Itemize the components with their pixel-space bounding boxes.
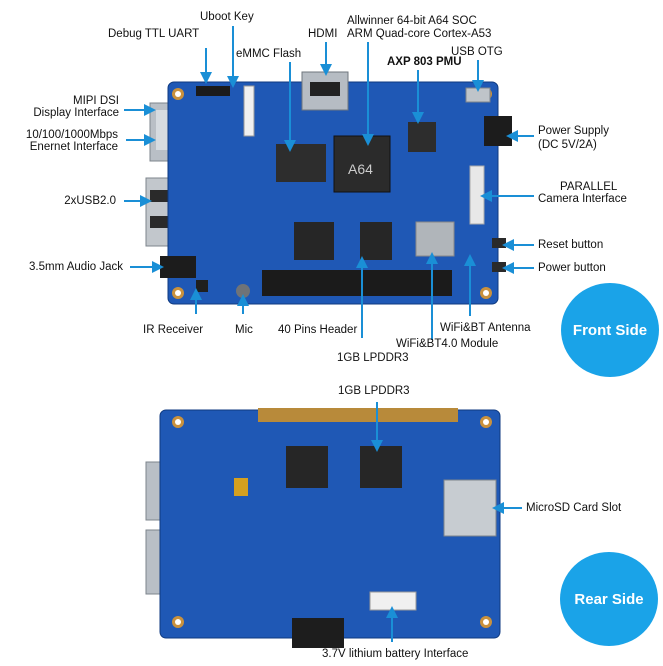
label-power-supply-1: Power Supply <box>538 125 609 137</box>
ethernet-port <box>149 102 209 162</box>
label-ir: IR Receiver <box>143 324 204 336</box>
label-power-button: Power button <box>538 262 606 274</box>
battery-connector <box>369 591 417 611</box>
ram-chip <box>294 222 334 260</box>
rear-pcb <box>159 409 501 639</box>
label-usb-otg: USB OTG <box>451 46 503 58</box>
label-rear-lpddr3: 1GB LPDDR3 <box>338 385 410 397</box>
hdmi-port <box>301 71 349 111</box>
emmc-chip <box>276 144 326 182</box>
usb-otg-port <box>465 87 491 103</box>
label-battery: 3.7V lithium battery Interface <box>322 648 469 660</box>
label-emmc: eMMC Flash <box>236 48 302 60</box>
label-hdmi: HDMI <box>308 28 338 40</box>
label-soc-2: ARM Quad-core Cortex-A53 <box>347 28 492 40</box>
label-mic: Mic <box>235 324 253 336</box>
camera-connector <box>469 165 485 225</box>
usb-ports <box>145 177 207 247</box>
ir-part <box>196 280 208 292</box>
label-mipi-2: Display Interface <box>33 107 119 119</box>
gpio-header <box>262 270 452 296</box>
label-microsd: MicroSD Card Slot <box>526 502 622 514</box>
front-side-badge: Front Side <box>561 283 659 377</box>
label-pmu: AXP 803 PMU <box>387 56 462 68</box>
wifi-module <box>415 221 455 257</box>
label-power-supply-2: (DC 5V/2A) <box>538 139 597 151</box>
soc-chip <box>333 135 391 193</box>
mic-part <box>236 284 250 298</box>
rear-ram-chip-2 <box>360 446 402 488</box>
label-mipi-1: MIPI DSI <box>72 95 119 107</box>
ram-chip-2 <box>360 222 392 260</box>
mipi-connector <box>243 85 255 137</box>
label-camera-2: Camera Interface <box>538 193 627 205</box>
label-reset: Reset button <box>538 239 604 251</box>
reset-button-part <box>492 238 506 248</box>
microsd-slot <box>443 479 497 537</box>
pmu-chip <box>408 122 436 152</box>
front-pcb <box>167 81 499 305</box>
rear-ram-chip <box>286 446 328 488</box>
label-usb2: 2xUSB2.0 <box>64 195 116 207</box>
label-front-lpddr3: 1GB LPDDR3 <box>337 352 409 364</box>
label-soc-1: Allwinner 64-bit A64 SOC <box>347 15 477 27</box>
soc-chip-label: A64 <box>348 161 373 177</box>
label-40pin: 40 Pins Header <box>278 324 358 336</box>
power-button-part <box>492 262 506 272</box>
rear-side-badge: Rear Side <box>560 552 658 646</box>
label-wifi-module: WiFi&BT4.0 Module <box>396 338 499 350</box>
label-audio: 3.5mm Audio Jack <box>29 261 123 273</box>
label-eth-2: Enernet Interface <box>29 141 118 153</box>
power-jack <box>484 116 512 146</box>
uart-header <box>196 86 230 96</box>
audio-jack-part <box>160 256 196 278</box>
label-debug-uart: Debug TTL UART <box>108 28 200 40</box>
label-camera-1: PARALLEL <box>560 181 618 193</box>
label-wifi-antenna: WiFi&BT Antenna <box>440 322 531 334</box>
label-uboot-key: Uboot Key <box>200 11 254 23</box>
label-eth-1: 10/100/1000Mbps <box>25 129 118 141</box>
